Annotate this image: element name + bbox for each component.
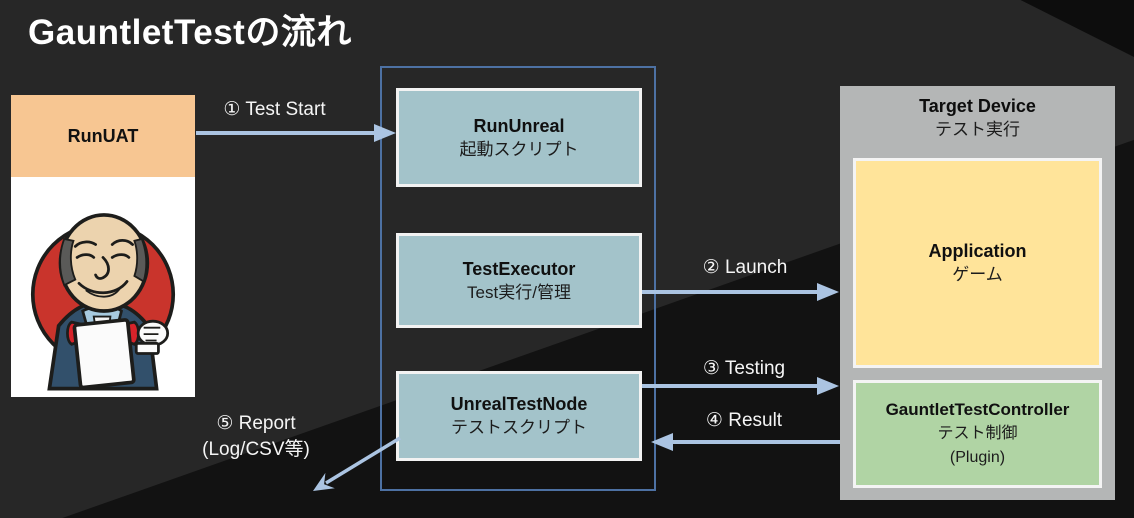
rununreal-subtitle: 起動スクリプト <box>459 139 579 159</box>
rununreal-title: RunUnreal <box>473 115 565 136</box>
gauntlet-pipeline-container <box>380 66 656 491</box>
application-title: Application <box>928 241 1027 261</box>
test-start-arrow <box>196 124 396 142</box>
report-label: ⑤ Report (Log/CSV等) <box>151 411 361 463</box>
unrealtestnode-box: UnrealTestNode テストスクリプト <box>396 371 642 461</box>
target-device-title: Target Device <box>919 96 1036 116</box>
test-start-label: ① Test Start <box>223 99 326 120</box>
controller-title: GauntletTestController <box>885 400 1070 419</box>
runuat-box: RunUAT <box>11 95 195 177</box>
application-box: Application ゲーム <box>853 158 1102 368</box>
report-label-line1: ⑤ Report <box>216 413 296 434</box>
target-device-box: Target Device テスト実行 Application ゲーム Gaun… <box>840 86 1115 500</box>
target-device-subtitle: テスト実行 <box>935 120 1020 139</box>
testexecutor-title: TestExecutor <box>462 258 576 279</box>
launch-label: ② Launch <box>702 257 788 278</box>
gauntlettestcontroller-box: GauntletTestController テスト制御 (Plugin) <box>853 380 1102 488</box>
controller-note: (Plugin) <box>949 449 1006 466</box>
rununreal-box: RunUnreal 起動スクリプト <box>396 88 642 187</box>
testexecutor-subtitle: Test実行/管理 <box>467 282 571 302</box>
unrealtestnode-title: UnrealTestNode <box>450 394 588 414</box>
slide-title: GauntletTestの流れ <box>28 13 352 52</box>
unrealtestnode-subtitle: テストスクリプト <box>451 418 587 437</box>
launch-arrow <box>642 283 839 301</box>
testexecutor-box: TestExecutor Test実行/管理 <box>396 233 642 328</box>
jenkins-butler-icon <box>30 213 176 391</box>
report-label-line2: (Log/CSV等) <box>202 439 310 460</box>
result-label: ④ Result <box>705 410 783 431</box>
application-subtitle: ゲーム <box>952 265 1003 284</box>
runuat-label: RunUAT <box>67 125 139 146</box>
result-arrow <box>651 433 840 451</box>
controller-subtitle: テスト制御 <box>937 425 1018 442</box>
testing-label: ③ Testing <box>702 358 786 379</box>
jenkins-mascot-image <box>11 177 195 397</box>
